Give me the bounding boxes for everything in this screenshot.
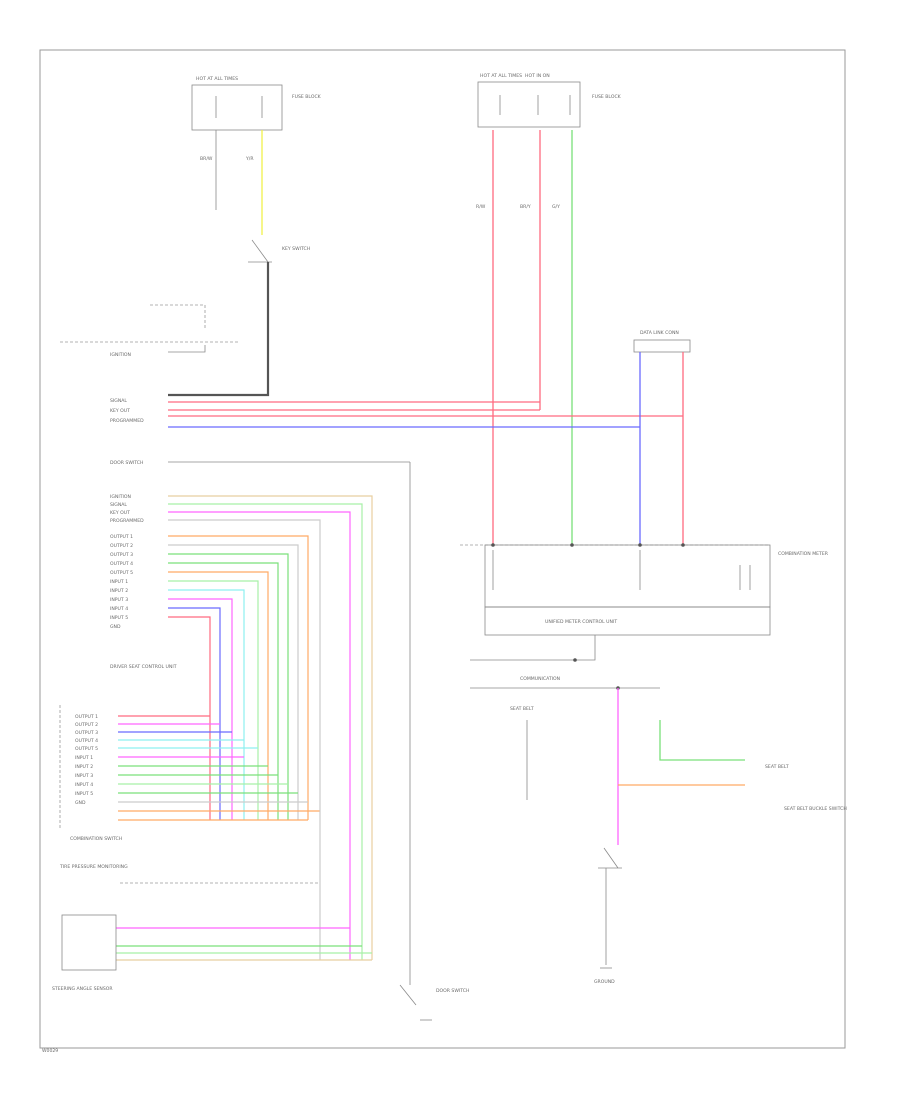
driver-pin-label: KEY OUT [110, 510, 130, 516]
harness-wire [168, 562, 279, 820]
harness-wire [168, 607, 221, 820]
node-2 [570, 543, 574, 547]
driver-pin-label: INPUT 4 [110, 606, 128, 612]
harness-wire [168, 503, 363, 960]
comb-switch-pin-label: OUTPUT 3 [75, 730, 98, 736]
driver-pin-label: INPUT 2 [110, 588, 128, 594]
buckle-switch [603, 847, 619, 869]
driver-pin-label: PROGRAMMED [110, 518, 144, 524]
wire-green-seat [659, 720, 745, 761]
ground-label: GROUND [594, 979, 615, 985]
comb-switch-pin-label: OUTPUT 1 [75, 714, 98, 720]
comb-switch-pin-label: INPUT 3 [75, 773, 93, 779]
wire-code-1: BR/W [200, 156, 213, 162]
driver-pin-label: OUTPUT 5 [110, 570, 133, 576]
door-switch-contact [399, 984, 417, 1006]
node-comm [573, 658, 577, 662]
comb-switch-pin-label: INPUT 2 [75, 764, 93, 770]
harness-wire [168, 616, 211, 820]
combination-meter-label: COMBINATION METER [778, 551, 829, 557]
fuse-block-left-title: HOT AT ALL TIMES [196, 76, 238, 82]
wire-code-2: Y/R [245, 156, 254, 162]
driver-pin-label: INPUT 1 [110, 579, 128, 585]
harness-wire [168, 511, 351, 960]
bus-label-2: KEY OUT [110, 408, 130, 414]
seat-belt-label: SEAT BELT [510, 706, 534, 712]
meter-connector [633, 339, 691, 353]
harness-wire [168, 495, 373, 960]
driver-pin-label: OUTPUT 4 [110, 561, 133, 567]
comm-line [470, 635, 596, 661]
driver-pin-label: INPUT 3 [110, 597, 128, 603]
node-1 [491, 543, 495, 547]
bus-label-1: SIGNAL [110, 398, 127, 404]
node-3 [638, 543, 642, 547]
harness-wire [168, 580, 259, 820]
wire-code-5: G/Y [552, 204, 560, 210]
driver-pin-label: OUTPUT 1 [110, 534, 133, 540]
driver-pin-label: OUTPUT 3 [110, 552, 133, 558]
harness-wire [168, 598, 233, 820]
wire-black-key [168, 262, 270, 397]
footer-code: W0029 [42, 1048, 58, 1054]
comb-switch-pin-label: INPUT 4 [75, 782, 93, 788]
door-switch-bottom-label: DOOR SWITCH [436, 988, 469, 994]
fuse-block-right [477, 81, 581, 128]
diagram-frame [39, 49, 846, 1049]
harness-wire [168, 553, 289, 820]
driver-pin-label: OUTPUT 2 [110, 543, 133, 549]
tire-pressure-label: TIRE PRESSURE MONITORING [59, 864, 128, 870]
harness-wire [168, 544, 299, 820]
comb-switch-pin-label: OUTPUT 5 [75, 746, 98, 752]
key-switch-label: KEY SWITCH [282, 246, 310, 252]
unified-meter-box [484, 606, 771, 636]
steering-angle-box [61, 914, 117, 971]
fuse-block-right-title2: HOT IN ON [525, 73, 550, 79]
steering-angle-label: STEERING ANGLE SENSOR [52, 986, 113, 992]
fuse-block-left [191, 84, 283, 131]
driver-pin-label: IGNITION [110, 494, 131, 500]
ignition-label: IGNITION [110, 352, 131, 358]
harness-wire [168, 571, 269, 820]
meter-connector-label: DATA LINK CONN [640, 330, 679, 336]
combination-meter-box [484, 544, 771, 608]
node-4 [681, 543, 685, 547]
wire-code-3: R/W [476, 204, 486, 210]
dashed-relay-left [150, 304, 206, 330]
comb-switch-pin-label: INPUT 1 [75, 755, 93, 761]
comb-switch-pin-label: OUTPUT 4 [75, 738, 98, 744]
driver-pin-label: GND [110, 624, 121, 630]
driver-pin-label: SIGNAL [110, 502, 127, 508]
unified-meter-label: UNIFIED METER CONTROL UNIT [545, 619, 617, 625]
driver-seat-harness: IGNITION SIGNAL KEY OUT PROGRAMMED OUTPUT 1 O… [75, 494, 373, 961]
wire-relay-left [168, 345, 206, 353]
comb-switch-pin-label: OUTPUT 2 [75, 722, 98, 728]
comb-switch-pin-label: GND [75, 800, 86, 806]
fuse-block-right-label: FUSE BLOCK [592, 94, 622, 100]
bus-label-3: PROGRAMMED [110, 418, 144, 424]
harness-wire [168, 535, 309, 820]
door-switch-label: DOOR SWITCH [110, 460, 143, 466]
harness-wire [168, 589, 245, 820]
driver-seat-ctrl-label: DRIVER SEAT CONTROL UNIT [110, 664, 177, 670]
wire-code-4: BR/Y [520, 204, 531, 210]
driver-pin-label: INPUT 5 [110, 615, 128, 621]
fuse-block-right-title: HOT AT ALL TIMES [480, 73, 522, 79]
seat-belt-switch-label: SEAT BELT [765, 764, 789, 770]
combination-switch-label: COMBINATION SWITCH [70, 836, 122, 842]
comb-switch-pin-label: INPUT 5 [75, 791, 93, 797]
seat-belt-bus-label: COMMUNICATION [520, 676, 560, 682]
fuse-block-left-label: FUSE BLOCK [292, 94, 322, 100]
key-switch-contact [251, 239, 269, 263]
seat-belt-buckle-label: SEAT BELT BUCKLE SWITCH [784, 806, 847, 812]
